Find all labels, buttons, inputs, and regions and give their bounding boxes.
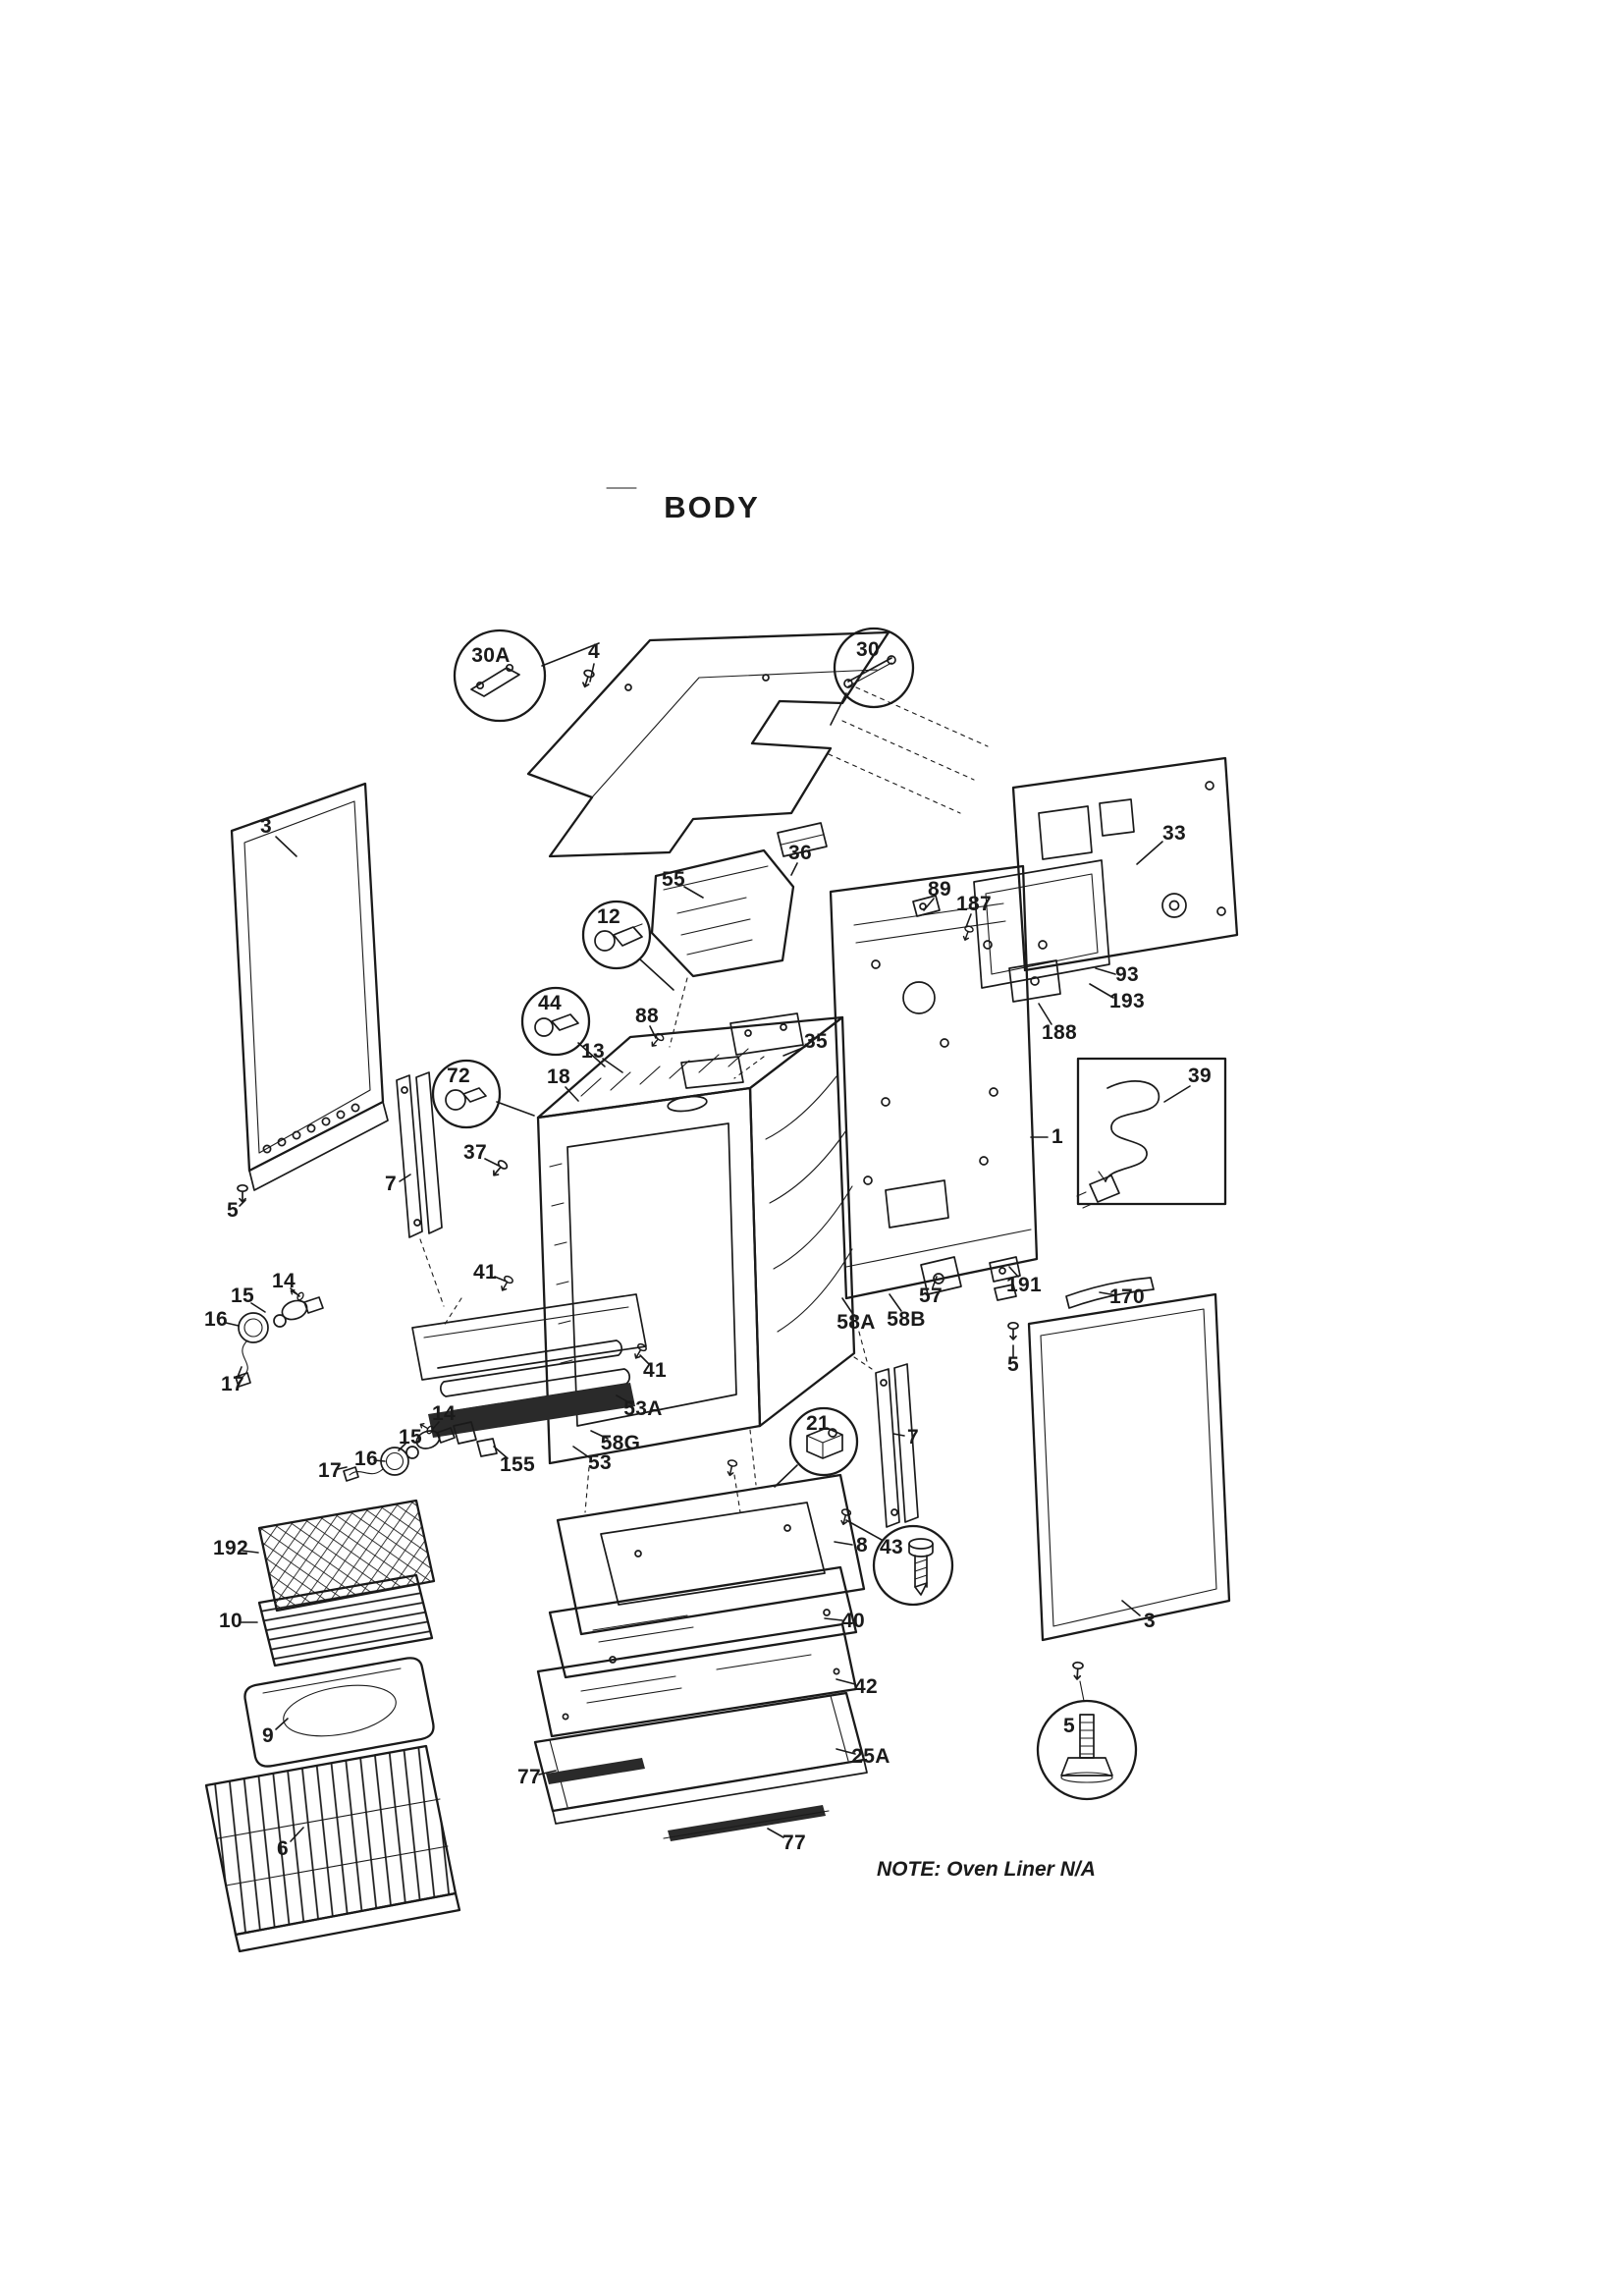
part-oven-cavity-18 <box>536 1015 856 1465</box>
part-power-cord-39 <box>1076 1057 1227 1209</box>
projection-line <box>584 1305 869 1513</box>
diagram-note: NOTE: Oven Liner N/A <box>877 1858 1096 1881</box>
part-bracket-7-left <box>396 1071 445 1307</box>
part-panel-40 <box>548 1565 858 1679</box>
part-oven-lamp-lower <box>343 1427 456 1482</box>
projection-line <box>669 977 688 1048</box>
part-rear-shield-93 <box>973 859 1110 989</box>
part-rear-wall-1 <box>829 864 1039 1300</box>
part-right-side-panel-3 <box>1027 1292 1231 1642</box>
part-rear-panel-33 <box>1011 756 1239 972</box>
page-title: BODY <box>664 490 760 524</box>
part-drawer-top-8 <box>556 1473 866 1636</box>
callout-12 <box>581 900 652 970</box>
callout-44 <box>520 986 591 1057</box>
part-oven-rack-6 <box>204 1744 461 1953</box>
part-cover-35 <box>729 1012 804 1079</box>
screw-icon <box>498 1274 515 1293</box>
part-slide-77-left <box>546 1758 645 1784</box>
callout-43-bolt <box>872 1524 954 1607</box>
projection-line <box>733 1474 741 1513</box>
part-trim-170 <box>1065 1277 1155 1309</box>
part-bracket-36 <box>777 822 828 857</box>
callout-30 <box>833 627 915 709</box>
screw-icon <box>1007 1321 1019 1340</box>
screw-icon <box>288 1286 305 1302</box>
part-panel-42 <box>536 1622 858 1738</box>
screw-icon <box>237 1183 248 1203</box>
part-broil-element-53 <box>411 1293 647 1457</box>
part-broiler-insert-10 <box>257 1573 434 1667</box>
screw-icon <box>579 668 596 689</box>
screw-icon <box>1071 1661 1085 1681</box>
part-bracket-188 <box>1008 959 1061 1003</box>
part-oven-lamp-upper <box>235 1296 324 1388</box>
part-slide-77-bottom <box>663 1805 830 1841</box>
callout-30A <box>453 629 547 723</box>
screw-icon <box>725 1458 738 1478</box>
callout-5-leveling-leg <box>1036 1699 1138 1801</box>
part-heat-shield-55 <box>650 848 795 978</box>
leg-leader <box>1079 1680 1085 1702</box>
part-top-panel-4 <box>526 630 989 858</box>
part-latch-191 <box>989 1256 1021 1301</box>
callout-72 <box>431 1059 502 1129</box>
part-bracket-7-right <box>853 1356 919 1528</box>
screw-icon <box>489 1158 510 1179</box>
part-left-side-panel-3 <box>230 782 389 1191</box>
callout-21 <box>788 1406 859 1477</box>
